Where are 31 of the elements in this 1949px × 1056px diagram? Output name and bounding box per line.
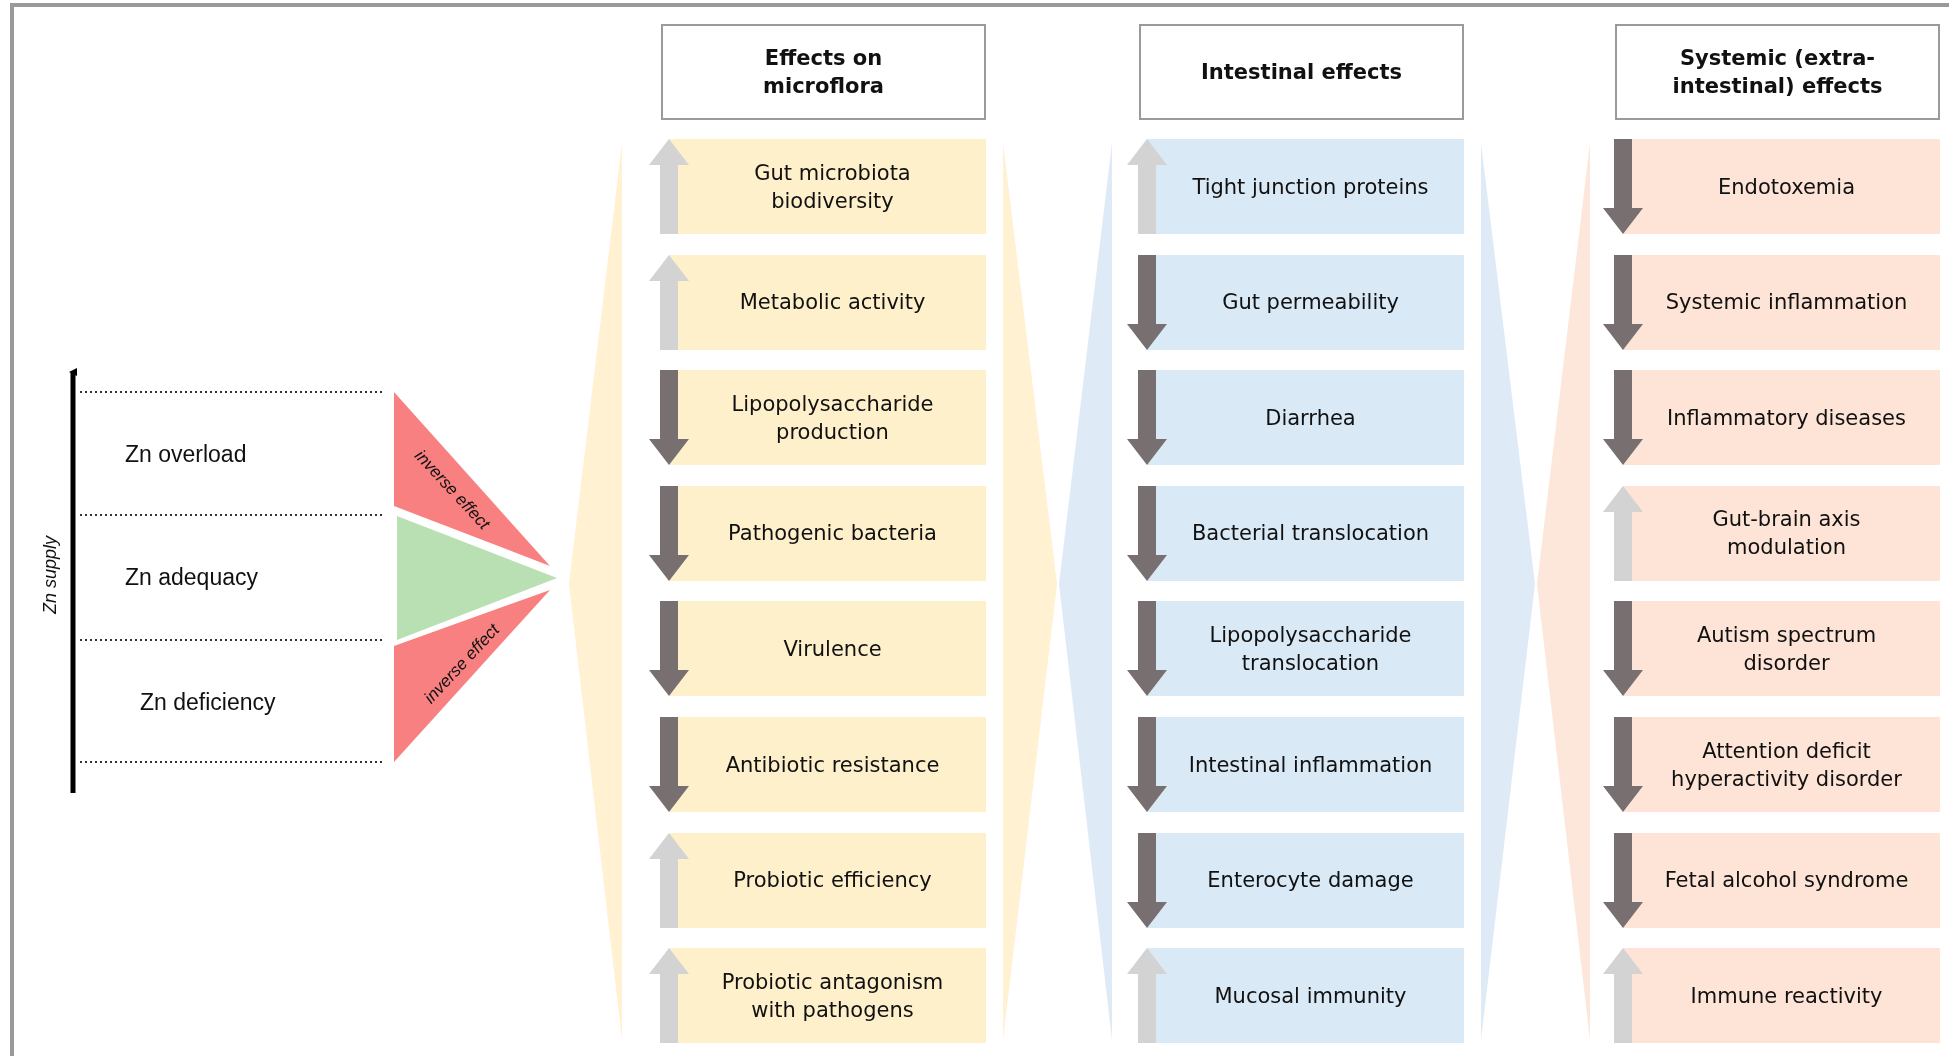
effect-box: Probiotic efficiency	[669, 832, 986, 928]
effect-box: Metabolic activity	[669, 254, 986, 350]
effect-box: Bacterial translocation	[1147, 485, 1464, 581]
column-header: Intestinal effects	[1139, 24, 1464, 120]
column-header: Effects on microflora	[661, 24, 986, 120]
effect-box: Fetal alcohol syndrome	[1623, 832, 1940, 928]
effect-box: Diarrhea	[1147, 370, 1464, 466]
effect-box: Probiotic antagonism with pathogens	[669, 948, 986, 1044]
effect-box: Lipopolysaccharide production	[669, 370, 986, 466]
level-label: Zn overload	[125, 441, 247, 468]
effect-box: Pathogenic bacteria	[669, 485, 986, 581]
effect-box: Enterocyte damage	[1147, 832, 1464, 928]
effect-box: Endotoxemia	[1623, 139, 1940, 234]
effect-box: Gut-brain axis modulation	[1623, 485, 1940, 581]
effect-box: Intestinal inflammation	[1147, 717, 1464, 812]
effect-box: Systemic inflammation	[1623, 254, 1940, 350]
axis-label: Zn supply	[39, 536, 61, 614]
column-header: Systemic (extra-intestinal) effects	[1615, 24, 1940, 120]
level-label: Zn adequacy	[125, 564, 258, 591]
effect-box: Gut permeability	[1147, 254, 1464, 350]
effect-box: Lipopolysaccharide translocation	[1147, 601, 1464, 697]
level-label: Zn deficiency	[140, 689, 276, 716]
effect-box: Attention deficit hyperactivity disorder	[1623, 717, 1940, 812]
effect-box: Inflammatory diseases	[1623, 370, 1940, 466]
effect-box: Autism spectrum disorder	[1623, 601, 1940, 697]
effect-box: Antibiotic resistance	[669, 717, 986, 812]
effect-box: Tight junction proteins	[1147, 139, 1464, 234]
effect-box: Mucosal immunity	[1147, 948, 1464, 1044]
effect-box: Immune reactivity	[1623, 948, 1940, 1044]
effect-box: Virulence	[669, 601, 986, 697]
effect-box: Gut microbiota biodiversity	[669, 139, 986, 234]
